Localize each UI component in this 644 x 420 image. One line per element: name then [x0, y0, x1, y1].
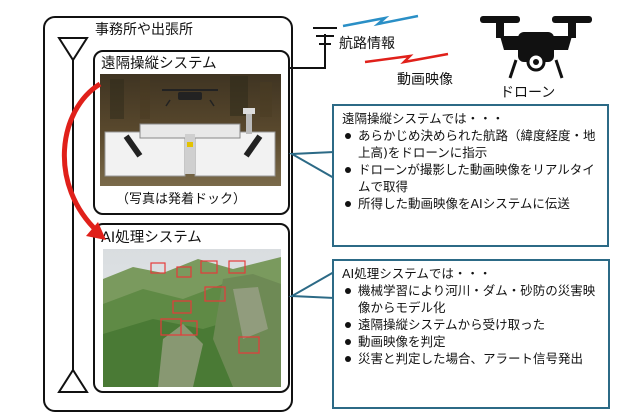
list-item: 所得した動画映像をAIシステムに伝送 — [342, 195, 601, 212]
detection-boxes — [150, 260, 260, 354]
dock-station — [104, 108, 276, 177]
ai-system-title: AI処理システム — [101, 230, 202, 246]
flying-drone-icon — [162, 89, 218, 107]
rooftop-antenna-icon — [313, 27, 337, 45]
callout-remote: 遠隔操縦システムでは・・・ あらかじめ決められた航路（緯度経度・地上高)をドロー… — [332, 104, 609, 247]
remote-system-title: 遠隔操縦システム — [101, 56, 217, 72]
antenna-bottom-icon — [57, 368, 89, 393]
list-item: 災害と判定した場合、アラート信号発出 — [342, 350, 602, 367]
callout-remote-list: あらかじめ決められた航路（緯度経度・地上高)をドローンに指示 ドローンが撮影した… — [342, 127, 601, 212]
callout-ai-list: 機械学習により河川・ダム・砂防の災害映像からモデル化 遠隔操縦システムから受け取… — [342, 282, 602, 367]
photo-caption: （写真は発着ドック） — [116, 192, 247, 207]
route-signal-icon — [342, 14, 419, 28]
drone-label: ドローン — [500, 85, 556, 101]
callout-ai: AI処理システムでは・・・ 機械学習により河川・ダム・砂防の災害映像からモデル化… — [332, 259, 610, 409]
callout-remote-heading: 遠隔操縦システムでは・・・ — [342, 111, 505, 126]
video-label: 動画映像 — [397, 72, 453, 88]
list-item: 機械学習により河川・ダム・砂防の災害映像からモデル化 — [342, 282, 602, 316]
dock-photo — [100, 74, 281, 186]
antenna-top-icon — [57, 37, 89, 62]
list-item: ドローンが撮影した動画映像をリアルタイムで取得 — [342, 161, 601, 195]
list-item: 動画映像を判定 — [342, 333, 602, 350]
landscape-photo — [103, 249, 281, 387]
route-info-label: 航路情報 — [339, 36, 395, 52]
video-signal-icon — [364, 52, 449, 64]
drone-icon — [480, 16, 592, 79]
list-item: 遠隔操縦システムから受け取った — [342, 316, 602, 333]
list-item: あらかじめ決められた航路（緯度経度・地上高)をドローンに指示 — [342, 127, 601, 161]
callout-ai-heading: AI処理システムでは・・・ — [342, 266, 492, 281]
office-frame — [43, 16, 293, 412]
office-title: 事務所や出張所 — [95, 22, 193, 38]
